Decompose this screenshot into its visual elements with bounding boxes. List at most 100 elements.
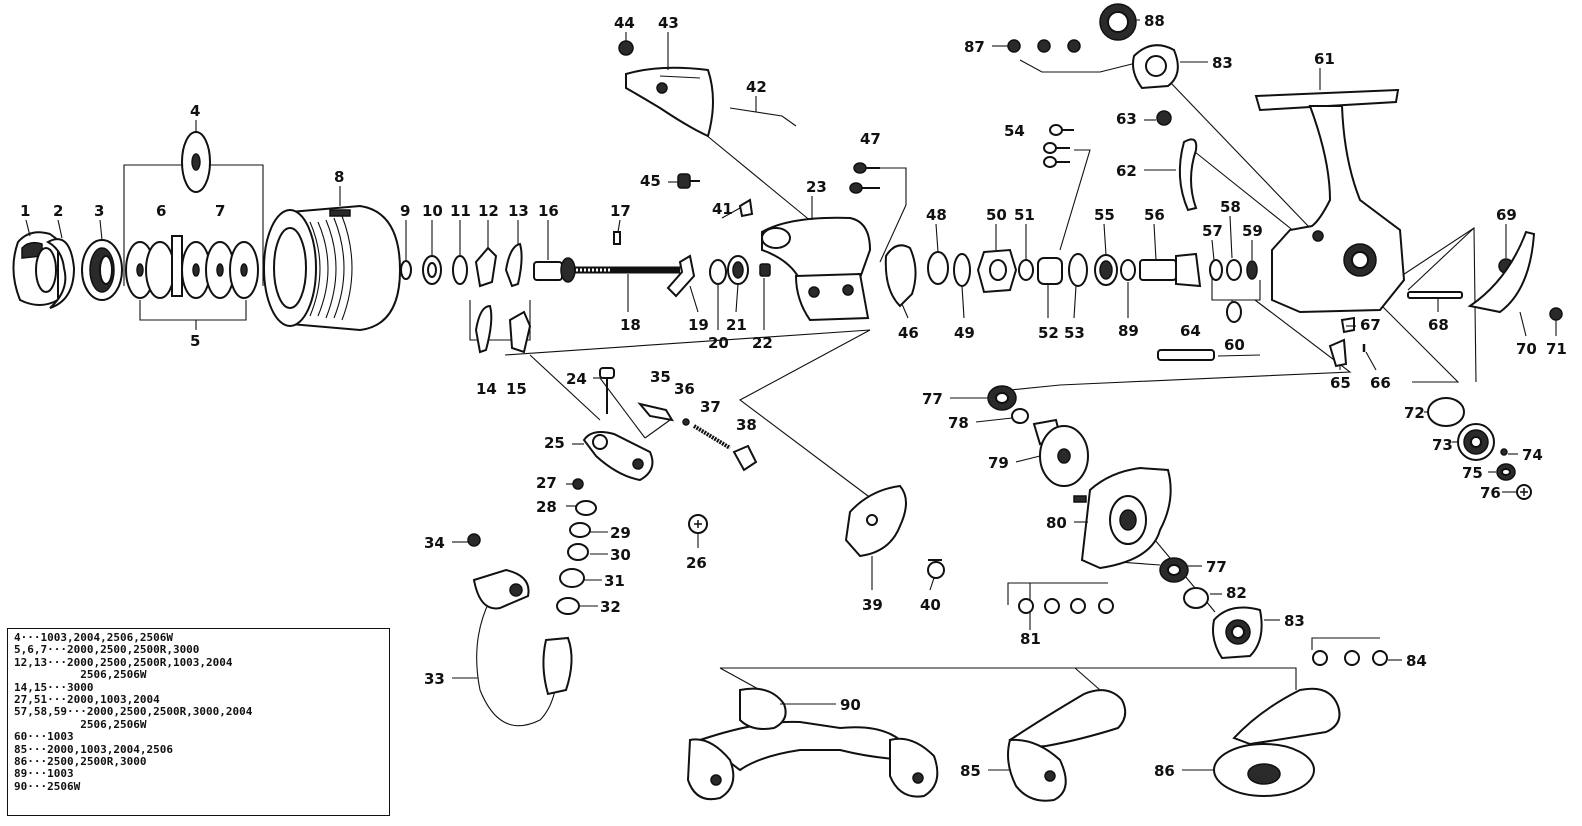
handle-85 [1007, 689, 1127, 802]
part-label: 59 [1242, 222, 1263, 240]
sleeve-16 [533, 257, 576, 283]
part-label: 62 [1116, 162, 1137, 180]
part-label: 66 [1370, 374, 1391, 392]
part-label: 18 [620, 316, 641, 334]
clip-13 [504, 242, 523, 288]
screw-45 [677, 173, 700, 189]
legend-line: 5,6,7···2000,2500,2500R,3000 [14, 643, 200, 657]
part-label: 86 [1154, 762, 1175, 780]
part-label: 15 [506, 380, 527, 398]
part-label: 39 [862, 596, 883, 614]
part-label: 43 [658, 14, 679, 32]
part-label: 34 [424, 534, 445, 552]
double-handle-90 [686, 687, 939, 801]
part-label: 61 [1314, 50, 1335, 68]
part-number-labels: 1 2 3 4 5 6 7 8 9 10 11 12 13 14 15 16 1… [20, 12, 1567, 780]
part-label: 36 [674, 380, 695, 398]
part-label: 22 [752, 334, 773, 352]
washer-9 [400, 260, 412, 280]
bail-support-39 [844, 484, 907, 558]
pin-41 [738, 198, 754, 218]
rod-42 [729, 107, 797, 127]
collar-52 [1037, 257, 1063, 285]
legend-line: 2506,2506W [14, 717, 147, 731]
rotor-nut-50 [976, 248, 1018, 294]
clip-12 [474, 246, 498, 288]
part-label: 31 [604, 572, 625, 590]
spring-37 [692, 424, 732, 450]
screw-44 [618, 40, 634, 56]
part-label: 5 [190, 332, 200, 350]
leader-lines [123, 19, 1477, 691]
oscillating-slider-23 [761, 216, 872, 322]
part-label: 32 [600, 598, 621, 616]
model-applicability-legend: 4···1003,2004,2506,2506W 5,6,7···2000,25… [7, 628, 390, 816]
body-cover-70 [1467, 230, 1536, 314]
clip-15 [508, 310, 532, 354]
part-label: 10 [422, 202, 443, 220]
washer-51 [1018, 259, 1034, 281]
part-label: 71 [1546, 340, 1567, 358]
cap-83-bottom [1212, 606, 1263, 660]
part-label: 14 [476, 380, 497, 398]
stopper-67 [1340, 316, 1355, 334]
part-label: 54 [1004, 122, 1025, 140]
gear-73 [1457, 423, 1495, 461]
bearing-88 [1099, 3, 1137, 41]
part-label: 83 [1212, 54, 1233, 72]
part-label: 67 [1360, 316, 1381, 334]
pin-36 [682, 418, 690, 426]
legend-line: 85···2000,1003,2004,2506 [14, 742, 173, 756]
part-label: 27 [536, 474, 557, 492]
part-label: 84 [1406, 652, 1427, 670]
part-label: 49 [954, 324, 975, 342]
part-label: 50 [986, 206, 1007, 224]
washer-57 [1209, 259, 1223, 281]
washer-72 [1427, 397, 1465, 427]
part-label: 65 [1330, 374, 1351, 392]
drive-gear-79 [1032, 418, 1089, 487]
part-label: 2 [53, 202, 63, 220]
part-label: 7 [215, 202, 225, 220]
washer-89 [1120, 259, 1136, 281]
screw-24 [599, 367, 615, 414]
bearing-21 [727, 255, 749, 285]
pin-74 [1500, 448, 1508, 456]
gear-75 [1496, 463, 1516, 481]
shaft-64 [1157, 349, 1215, 361]
part-label: 75 [1462, 464, 1483, 482]
collar-78 [1011, 408, 1029, 424]
screws-47 [849, 162, 880, 194]
bushing-32 [556, 597, 580, 615]
legend-line: 89···1003 [14, 767, 74, 781]
pinion-gear-56 [1139, 252, 1202, 288]
screws-81 [1018, 598, 1114, 614]
drag-washers-5-6-7 [125, 235, 259, 299]
bearing-58 [1226, 259, 1242, 281]
legend-line: 12,13···2000,2500,2500R,1003,2004 [14, 655, 233, 669]
collar-30 [567, 543, 589, 561]
part-label: 25 [544, 434, 565, 452]
clip-14 [474, 304, 493, 354]
bushing-60 [1226, 301, 1242, 323]
collar-22 [759, 263, 771, 277]
part-label: 89 [1118, 322, 1139, 340]
part-label: 85 [960, 762, 981, 780]
screw-63 [1156, 110, 1172, 126]
drag-knob-cap-3 [81, 239, 123, 301]
part-label: 48 [926, 206, 947, 224]
screw-40 [927, 559, 945, 579]
part-label: 23 [806, 178, 827, 196]
part-label: 64 [1180, 322, 1201, 340]
screw-26 [688, 514, 708, 534]
part-label: 6 [156, 202, 166, 220]
part-label: 69 [1496, 206, 1517, 224]
legend-line: 14,15···3000 [14, 680, 94, 694]
part-label: 24 [566, 370, 587, 388]
washer-29 [569, 522, 591, 538]
part-label: 38 [736, 416, 757, 434]
label-stubs [25, 32, 1557, 771]
screws-87 [1007, 39, 1081, 53]
part-label: 68 [1428, 316, 1449, 334]
part-label: 83 [1284, 612, 1305, 630]
